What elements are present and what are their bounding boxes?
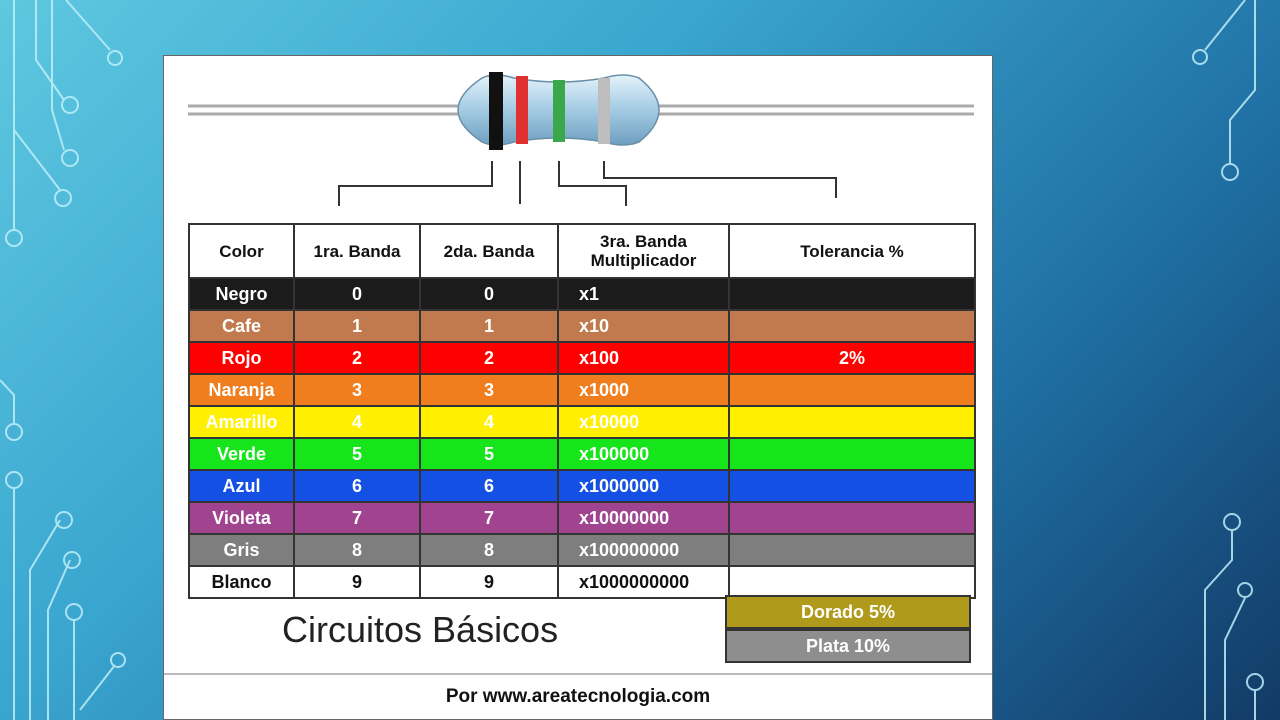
- band-2-cell: 2: [419, 341, 559, 375]
- band-2-cell: 9: [419, 565, 559, 599]
- extra-tolerance-list: Dorado 5%Plata 10%: [725, 595, 971, 663]
- color-name-cell: Cafe: [188, 309, 295, 343]
- multiplier-cell: x1000000: [557, 469, 730, 503]
- multiplier-cell: x10000: [557, 405, 730, 439]
- tolerance-cell: [728, 373, 976, 407]
- tolerance-cell: 2%: [728, 341, 976, 375]
- band-2-cell: 3: [419, 373, 559, 407]
- color-name-cell: Naranja: [188, 373, 295, 407]
- band-2: [516, 76, 528, 144]
- band-1-cell: 5: [293, 437, 421, 471]
- multiplier-cell: x100000000: [557, 533, 730, 567]
- color-name-cell: Negro: [188, 277, 295, 311]
- multiplier-cell: x1000: [557, 373, 730, 407]
- tolerance-cell: [728, 533, 976, 567]
- multiplier-cell: x10: [557, 309, 730, 343]
- extra-tolerance-item: Plata 10%: [725, 629, 971, 663]
- header-band-1: 1ra. Banda: [293, 223, 421, 279]
- extra-tolerance-item: Dorado 5%: [725, 595, 971, 629]
- tolerance-cell: [728, 565, 976, 599]
- header-tolerance: Tolerancia %: [728, 223, 976, 279]
- color-name-cell: Amarillo: [188, 405, 295, 439]
- color-name-cell: Blanco: [188, 565, 295, 599]
- band-1-cell: 4: [293, 405, 421, 439]
- multiplier-cell: x1000000000: [557, 565, 730, 599]
- band-1-cell: 2: [293, 341, 421, 375]
- band-2-cell: 7: [419, 501, 559, 535]
- multiplier-cell: x100000: [557, 437, 730, 471]
- tolerance-cell: [728, 437, 976, 471]
- multiplier-cell: x10000000: [557, 501, 730, 535]
- resistor-illustration: [188, 72, 974, 206]
- band-1-cell: 1: [293, 309, 421, 343]
- tolerance-cell: [728, 469, 976, 503]
- band-2-cell: 0: [419, 277, 559, 311]
- color-name-cell: Verde: [188, 437, 295, 471]
- band-4: [598, 78, 610, 144]
- band-2-cell: 8: [419, 533, 559, 567]
- tolerance-cell: [728, 309, 976, 343]
- band-pointer-lines: [338, 161, 837, 206]
- source-caption: Por www.areatecnologia.com: [164, 673, 992, 719]
- band-1-cell: 6: [293, 469, 421, 503]
- band-2-cell: 1: [419, 309, 559, 343]
- chart-title: Circuitos Básicos: [282, 609, 559, 650]
- tolerance-cell: [728, 501, 976, 535]
- band-3: [553, 80, 565, 142]
- header-color: Color: [188, 223, 295, 279]
- band-2-cell: 4: [419, 405, 559, 439]
- band-2-cell: 5: [419, 437, 559, 471]
- color-name-cell: Rojo: [188, 341, 295, 375]
- tolerance-cell: [728, 277, 976, 311]
- band-1: [489, 72, 503, 150]
- band-1-cell: 8: [293, 533, 421, 567]
- band-1-cell: 9: [293, 565, 421, 599]
- tolerance-cell: [728, 405, 976, 439]
- band-1-cell: 3: [293, 373, 421, 407]
- multiplier-cell: x100: [557, 341, 730, 375]
- band-2-cell: 6: [419, 469, 559, 503]
- color-name-cell: Violeta: [188, 501, 295, 535]
- color-name-cell: Gris: [188, 533, 295, 567]
- multiplier-cell: x1: [557, 277, 730, 311]
- color-name-cell: Azul: [188, 469, 295, 503]
- band-1-cell: 0: [293, 277, 421, 311]
- band-1-cell: 7: [293, 501, 421, 535]
- header-band-2: 2da. Banda: [419, 223, 559, 279]
